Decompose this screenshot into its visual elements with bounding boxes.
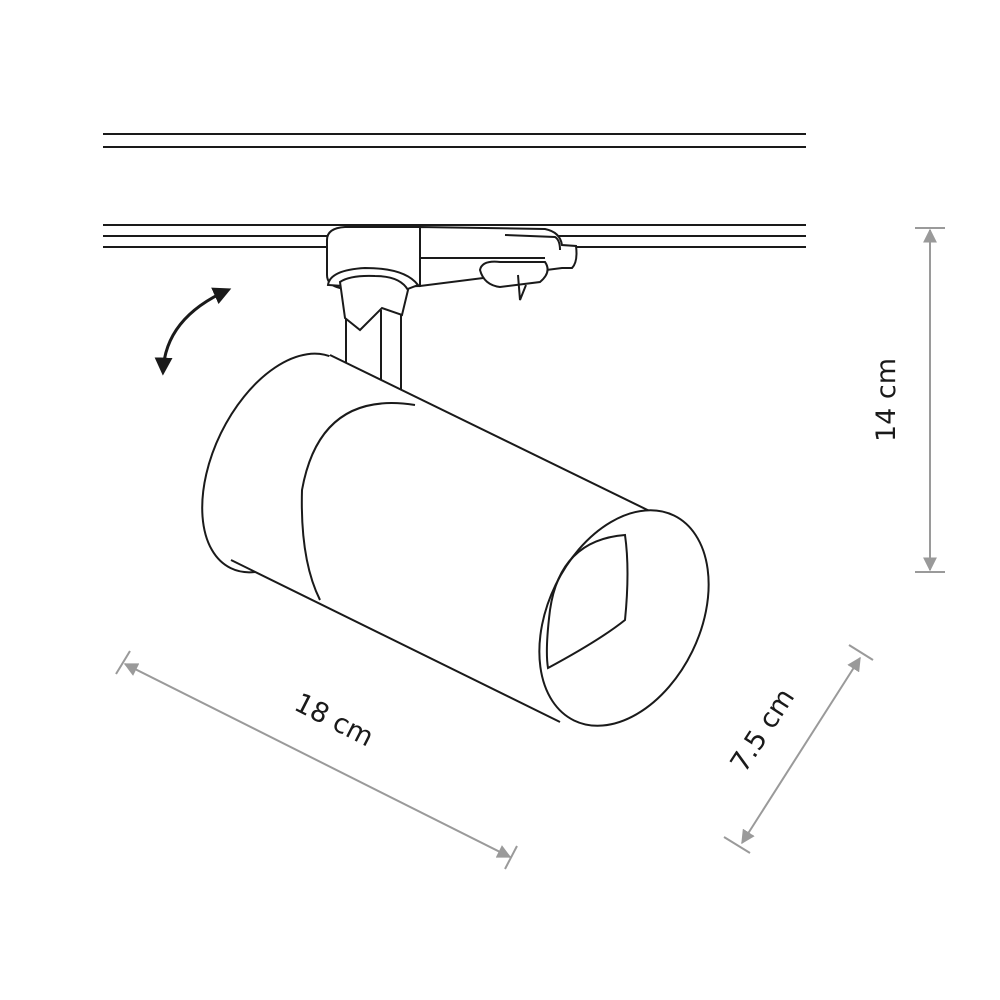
height-dimension-line (915, 227, 945, 573)
diameter-dimension-line (723, 644, 874, 854)
upper-track-rail (103, 133, 806, 148)
length-dimension-line (115, 650, 518, 870)
spotlight-body (201, 352, 710, 727)
rotation-arrow (154, 287, 232, 376)
track-adapter (326, 225, 578, 301)
diameter-label: 7.5 cm (725, 683, 801, 778)
mounting-arm (338, 274, 410, 391)
height-label: 14 cm (871, 358, 902, 442)
length-label: 18 cm (289, 688, 378, 754)
